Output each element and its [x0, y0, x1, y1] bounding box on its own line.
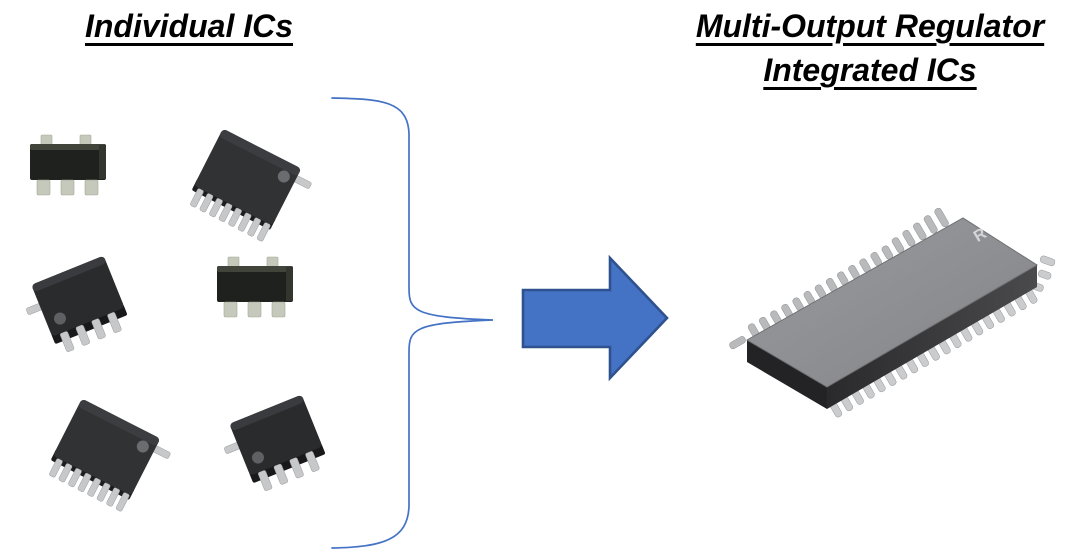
multi-output-regulator-chip-icon: R — [729, 207, 1056, 418]
sot23-5-chip-icon-middle — [217, 256, 293, 318]
chip-front-face — [827, 265, 1037, 409]
pin1-dot — [251, 451, 264, 464]
right-title-line2: Integrated ICs — [763, 52, 977, 88]
pin1-dot — [53, 312, 66, 325]
left-group-title: Individual ICs — [84, 8, 294, 44]
sot23-5-chip-icon-top — [30, 134, 106, 196]
gullwing-pins — [60, 312, 122, 352]
tssop16-chip-icon-bottom — [49, 400, 171, 512]
gullwing-pins — [258, 451, 320, 491]
right-group-title: Multi-Output Regulator Integrated ICs — [648, 4, 1092, 92]
pin1-dot — [136, 440, 149, 453]
pin1-dot — [277, 170, 290, 183]
gullwing-pins — [190, 188, 271, 242]
right-title-line1: Multi-Output Regulator — [695, 8, 1045, 44]
chip-top-face — [745, 217, 1038, 388]
soic8-chip-icon-bottom — [224, 395, 325, 491]
back-row-pins — [729, 207, 949, 350]
gullwing-pins — [49, 458, 130, 512]
tssop16-chip-icon-top — [190, 130, 312, 242]
chip-left-face — [747, 340, 827, 409]
soic8-chip-icon-middle — [26, 256, 127, 352]
transform-arrow-icon — [521, 254, 669, 382]
